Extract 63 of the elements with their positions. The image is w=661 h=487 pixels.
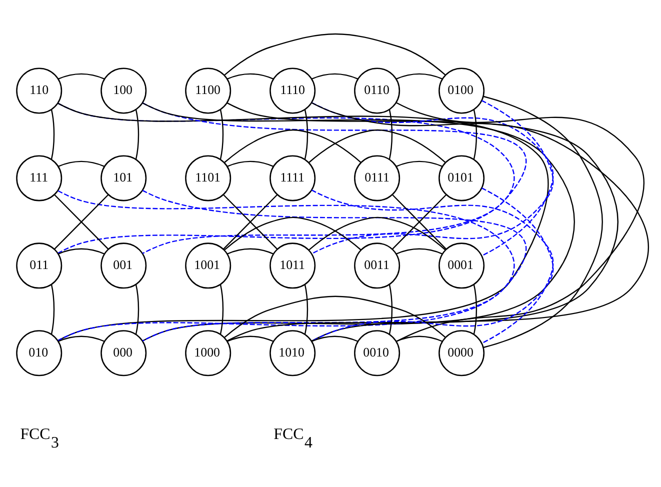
node-circle: 0000 — [438, 330, 485, 376]
connector — [388, 108, 393, 160]
connector — [227, 248, 274, 254]
connector — [227, 72, 274, 80]
connector — [135, 284, 140, 334]
connector — [135, 108, 140, 160]
node-circle: 1100 — [185, 67, 232, 114]
connector — [312, 72, 358, 80]
connector — [304, 284, 308, 334]
node-circle: 110 — [16, 67, 62, 114]
connector — [220, 108, 224, 160]
connector — [396, 72, 443, 80]
connector — [142, 102, 575, 341]
node-circle: 0001 — [438, 242, 485, 288]
connector — [224, 32, 446, 76]
node-circle: 111 — [16, 154, 62, 201]
connector — [311, 102, 649, 342]
connector — [304, 108, 308, 160]
connector — [220, 284, 224, 334]
connector — [396, 160, 443, 166]
node-circle: 0101 — [438, 154, 485, 201]
connector — [312, 335, 358, 342]
connector — [473, 284, 478, 334]
node-circle: 0110 — [354, 67, 400, 114]
node-circle: 1010 — [270, 330, 316, 376]
connector — [226, 102, 618, 341]
node-circle: 0111 — [354, 154, 400, 201]
connector — [396, 102, 644, 342]
connector — [396, 248, 443, 254]
connector — [483, 95, 603, 348]
connector — [50, 284, 55, 334]
connector — [227, 160, 274, 166]
node-circle: 010 — [16, 330, 62, 376]
connector — [58, 160, 105, 166]
connector — [54, 194, 109, 250]
node-circle: 1001 — [185, 242, 232, 288]
node-circle: 1000 — [185, 330, 232, 376]
connector — [224, 128, 362, 163]
node-circle: 0100 — [438, 67, 485, 114]
node-circle: 0011 — [354, 242, 400, 288]
node-circle: 011 — [16, 242, 62, 288]
connector — [58, 72, 105, 80]
connector — [473, 108, 478, 160]
node-circle: 1110 — [270, 67, 316, 114]
connector — [58, 335, 105, 342]
connector — [396, 335, 443, 342]
node-circle: 0010 — [354, 330, 400, 376]
connector — [227, 335, 274, 342]
connector — [58, 102, 549, 341]
node-circle: 100 — [100, 67, 147, 114]
connector — [224, 295, 446, 338]
node-circle: 101 — [100, 154, 147, 201]
connector — [308, 128, 446, 163]
connector — [224, 216, 362, 250]
connector — [50, 108, 55, 160]
connector — [388, 284, 393, 334]
connector — [58, 248, 105, 254]
node-circle: 1111 — [270, 154, 316, 201]
connector — [308, 216, 446, 250]
node-circle: 000 — [100, 330, 147, 376]
node-circle: 001 — [100, 242, 147, 288]
node-circle: 1011 — [270, 242, 316, 288]
node-circle: 1101 — [185, 154, 232, 201]
